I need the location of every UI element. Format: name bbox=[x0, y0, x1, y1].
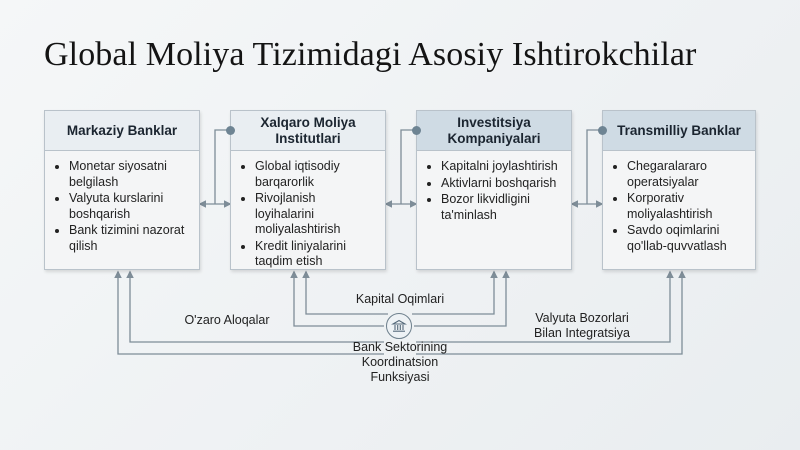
label-line: Funksiyasi bbox=[370, 370, 430, 384]
bank-icon bbox=[391, 319, 407, 332]
card-title-line: Investitsiya bbox=[457, 114, 531, 130]
page-title: Global Moliya Tizimidagi Asosiy Ishtirok… bbox=[44, 36, 697, 73]
card-header: Transmilliy Banklar bbox=[603, 111, 755, 151]
label-line: Bank Sektorining bbox=[352, 340, 448, 354]
card-title-line: Institutlari bbox=[275, 130, 341, 146]
loop-tnb-inner bbox=[416, 270, 674, 343]
list-item: Bank tizimini nazorat qilish bbox=[69, 223, 191, 254]
list-item: Global iqtisodiy barqarorlik bbox=[255, 159, 377, 190]
list-item: Valyuta kurslarini boshqarish bbox=[69, 191, 191, 222]
list-item: Monetar siyosatni belgilash bbox=[69, 159, 191, 190]
list-item: Aktivlarni boshqarish bbox=[441, 176, 563, 192]
card-title-line: Xalqaro Moliya bbox=[260, 114, 356, 130]
connector-dot bbox=[412, 126, 421, 135]
card-header: Investitsiya Kompaniyalari bbox=[417, 111, 571, 151]
label-line: Bilan Integratsiya bbox=[534, 326, 630, 340]
card-title-line: Kompaniyalari bbox=[447, 130, 541, 146]
label-line: Valyuta Bozorlari bbox=[535, 311, 629, 325]
list-item: Rivojlanish loyihalarini moliyalashtiris… bbox=[255, 191, 377, 238]
card-international-financial-institutions: Xalqaro Moliya Institutlari Global iqtis… bbox=[230, 110, 386, 270]
card-list: Chegaralararo operatsiyalar Korporativ m… bbox=[603, 159, 755, 254]
label-line: Koordinatsion bbox=[361, 355, 439, 369]
list-item: Bozor likvidligini ta'minlash bbox=[441, 192, 563, 223]
dot-link-4 bbox=[586, 129, 602, 204]
card-header: Markaziy Banklar bbox=[45, 111, 199, 151]
dot-link-2 bbox=[214, 129, 230, 204]
label-capital-flows: Kapital Oqimlari bbox=[355, 292, 445, 306]
card-central-banks: Markaziy Banklar Monetar siyosatni belgi… bbox=[44, 110, 200, 270]
loop-invest-left bbox=[412, 270, 498, 315]
loop-imf-outer bbox=[290, 270, 384, 327]
hub-node bbox=[386, 313, 412, 339]
card-list: Global iqtisodiy barqarorlik Rivojlanish… bbox=[231, 159, 385, 270]
connector-dot bbox=[598, 126, 607, 135]
list-item: Savdo oqimlarini qo'llab-quvvatlash bbox=[627, 223, 747, 254]
loop-central-inner bbox=[126, 270, 384, 343]
list-item: Kapitalni joylashtirish bbox=[441, 159, 563, 175]
list-item: Kredit liniyalarini taqdim etish bbox=[255, 239, 377, 270]
label-hub-function: Bank Sektorining Koordinatsion Funksiyas… bbox=[340, 340, 460, 385]
card-list: Monetar siyosatni belgilash Valyuta kurs… bbox=[45, 159, 199, 254]
loop-central-outer bbox=[114, 270, 384, 355]
card-transnational-banks: Transmilliy Banklar Chegaralararo operat… bbox=[602, 110, 756, 270]
list-item: Korporativ moliyalashtirish bbox=[627, 191, 747, 222]
loop-invest-right bbox=[414, 270, 510, 327]
dot-link-3 bbox=[400, 129, 416, 204]
label-mutual-relations: O'zaro Aloqalar bbox=[184, 313, 270, 327]
card-title: Transmilliy Banklar bbox=[617, 122, 741, 138]
connector-dot bbox=[226, 126, 235, 135]
card-list: Kapitalni joylashtirish Aktivlarni boshq… bbox=[417, 159, 571, 223]
card-title: Markaziy Banklar bbox=[66, 122, 178, 138]
list-item: Chegaralararo operatsiyalar bbox=[627, 159, 747, 190]
card-investment-companies: Investitsiya Kompaniyalari Kapitalni joy… bbox=[416, 110, 572, 270]
loop-tnb-outer bbox=[416, 270, 686, 355]
card-header: Xalqaro Moliya Institutlari bbox=[231, 111, 385, 151]
label-fx-integration: Valyuta Bozorlari Bilan Integratsiya bbox=[522, 311, 642, 341]
loop-imf-inner bbox=[302, 270, 388, 315]
